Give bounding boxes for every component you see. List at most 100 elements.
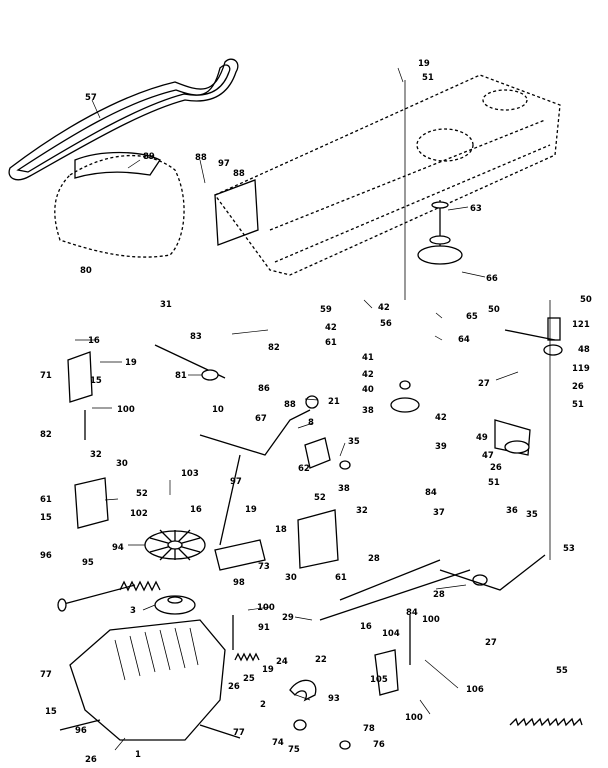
spring-25-coil xyxy=(234,652,260,662)
part-label: 19 xyxy=(245,505,257,515)
part-label: 96 xyxy=(40,551,52,561)
part-label: 24 xyxy=(276,657,288,667)
part-label: 19 xyxy=(418,59,430,69)
part-label: 26 xyxy=(490,463,502,473)
chassis-frame xyxy=(214,74,561,276)
part-label: 15 xyxy=(45,707,57,717)
cooling-fan xyxy=(144,529,206,561)
bracket-104 xyxy=(374,649,399,696)
part-label: 37 xyxy=(433,508,445,518)
part-label: 93 xyxy=(328,694,340,704)
part-label: 8 xyxy=(308,418,314,428)
part-label: 61 xyxy=(335,573,347,583)
hose-93 xyxy=(289,679,317,702)
collar-81 xyxy=(201,369,219,381)
part-label: 39 xyxy=(435,442,447,452)
part-label: 81 xyxy=(175,371,187,381)
part-label: 26 xyxy=(228,682,240,692)
part-label: 21 xyxy=(328,397,340,407)
rod-28 xyxy=(339,559,441,601)
knob-21 xyxy=(305,395,319,409)
shift-rod-8 xyxy=(199,409,311,456)
part-label: 53 xyxy=(563,544,575,554)
drive-belt-inner xyxy=(16,64,231,173)
lever-73 xyxy=(214,539,266,571)
part-label: 104 xyxy=(382,629,400,639)
part-label: 88 xyxy=(233,169,245,179)
idler-pulley-hub-right xyxy=(399,380,411,390)
part-label: 32 xyxy=(90,450,102,460)
part-label: 52 xyxy=(136,489,148,499)
part-label: 1 xyxy=(135,750,141,760)
part-label: 50 xyxy=(488,305,500,315)
part-label: 65 xyxy=(466,312,478,322)
bracket-30-center xyxy=(297,509,339,569)
part-label: 52 xyxy=(314,493,326,503)
bracket-30-left xyxy=(74,477,109,529)
leader-lines xyxy=(75,67,519,751)
spacer-62 xyxy=(304,437,331,469)
part-label: 38 xyxy=(362,406,374,416)
transaxle-pulley-hub xyxy=(167,596,183,604)
part-label: 38 xyxy=(338,484,350,494)
part-label: 73 xyxy=(258,562,270,572)
spring-3-coil xyxy=(119,580,161,592)
part-label: 50 xyxy=(580,295,592,305)
part-label: 16 xyxy=(360,622,372,632)
chassis-frame-rail-lower xyxy=(274,144,551,263)
part-label: 35 xyxy=(526,510,538,520)
part-label: 100 xyxy=(405,713,423,723)
idler-arm-49 xyxy=(494,419,531,456)
chassis-frame-rail xyxy=(269,119,546,231)
bracket-arm xyxy=(504,329,556,341)
part-label: 76 xyxy=(373,740,385,750)
mount-bracket xyxy=(214,179,259,246)
part-label: 29 xyxy=(282,613,294,623)
part-label: 71 xyxy=(40,371,52,381)
part-label: 30 xyxy=(116,459,128,469)
idler-pulley-47 xyxy=(504,440,530,454)
part-label: 19 xyxy=(262,665,274,675)
part-label: 26 xyxy=(85,755,97,765)
part-label: 67 xyxy=(255,414,267,424)
part-label: 62 xyxy=(298,464,310,474)
part-label: 97 xyxy=(218,159,230,169)
part-label: 102 xyxy=(130,509,148,519)
transaxle-fins xyxy=(114,627,199,681)
part-label: 84 xyxy=(425,488,437,498)
part-label: 22 xyxy=(315,655,327,665)
part-label: 42 xyxy=(378,303,390,313)
part-label: 18 xyxy=(275,525,287,535)
part-label: 82 xyxy=(40,430,52,440)
part-label: 75 xyxy=(288,745,300,755)
shaft-95-end xyxy=(57,598,67,612)
mower-deck-outline xyxy=(54,154,185,258)
nut-35 xyxy=(339,460,351,470)
part-label: 27 xyxy=(478,379,490,389)
part-label: 10 xyxy=(212,405,224,415)
shaft-95 xyxy=(59,584,136,606)
part-label: 74 xyxy=(272,738,284,748)
part-label: 31 xyxy=(160,300,172,310)
part-label: 61 xyxy=(40,495,52,505)
part-label: 64 xyxy=(458,335,470,345)
part-label: 2 xyxy=(260,700,266,710)
part-label: 121 xyxy=(572,320,590,330)
transaxle-axle xyxy=(59,719,241,739)
part-label: 98 xyxy=(233,578,245,588)
part-label: 40 xyxy=(362,385,374,395)
part-label: 89 xyxy=(143,152,155,162)
part-label: 63 xyxy=(470,204,482,214)
part-label: 35 xyxy=(348,437,360,447)
part-label: 28 xyxy=(433,590,445,600)
idler-pulley-right xyxy=(390,397,420,413)
part-label: 28 xyxy=(368,554,380,564)
part-label: 15 xyxy=(40,513,52,523)
part-label: 78 xyxy=(363,724,375,734)
part-label: 51 xyxy=(422,73,434,83)
part-label: 16 xyxy=(190,505,202,515)
upper-pulley-hub xyxy=(429,235,451,245)
washer-48 xyxy=(543,344,563,356)
spring-55 xyxy=(509,717,583,727)
